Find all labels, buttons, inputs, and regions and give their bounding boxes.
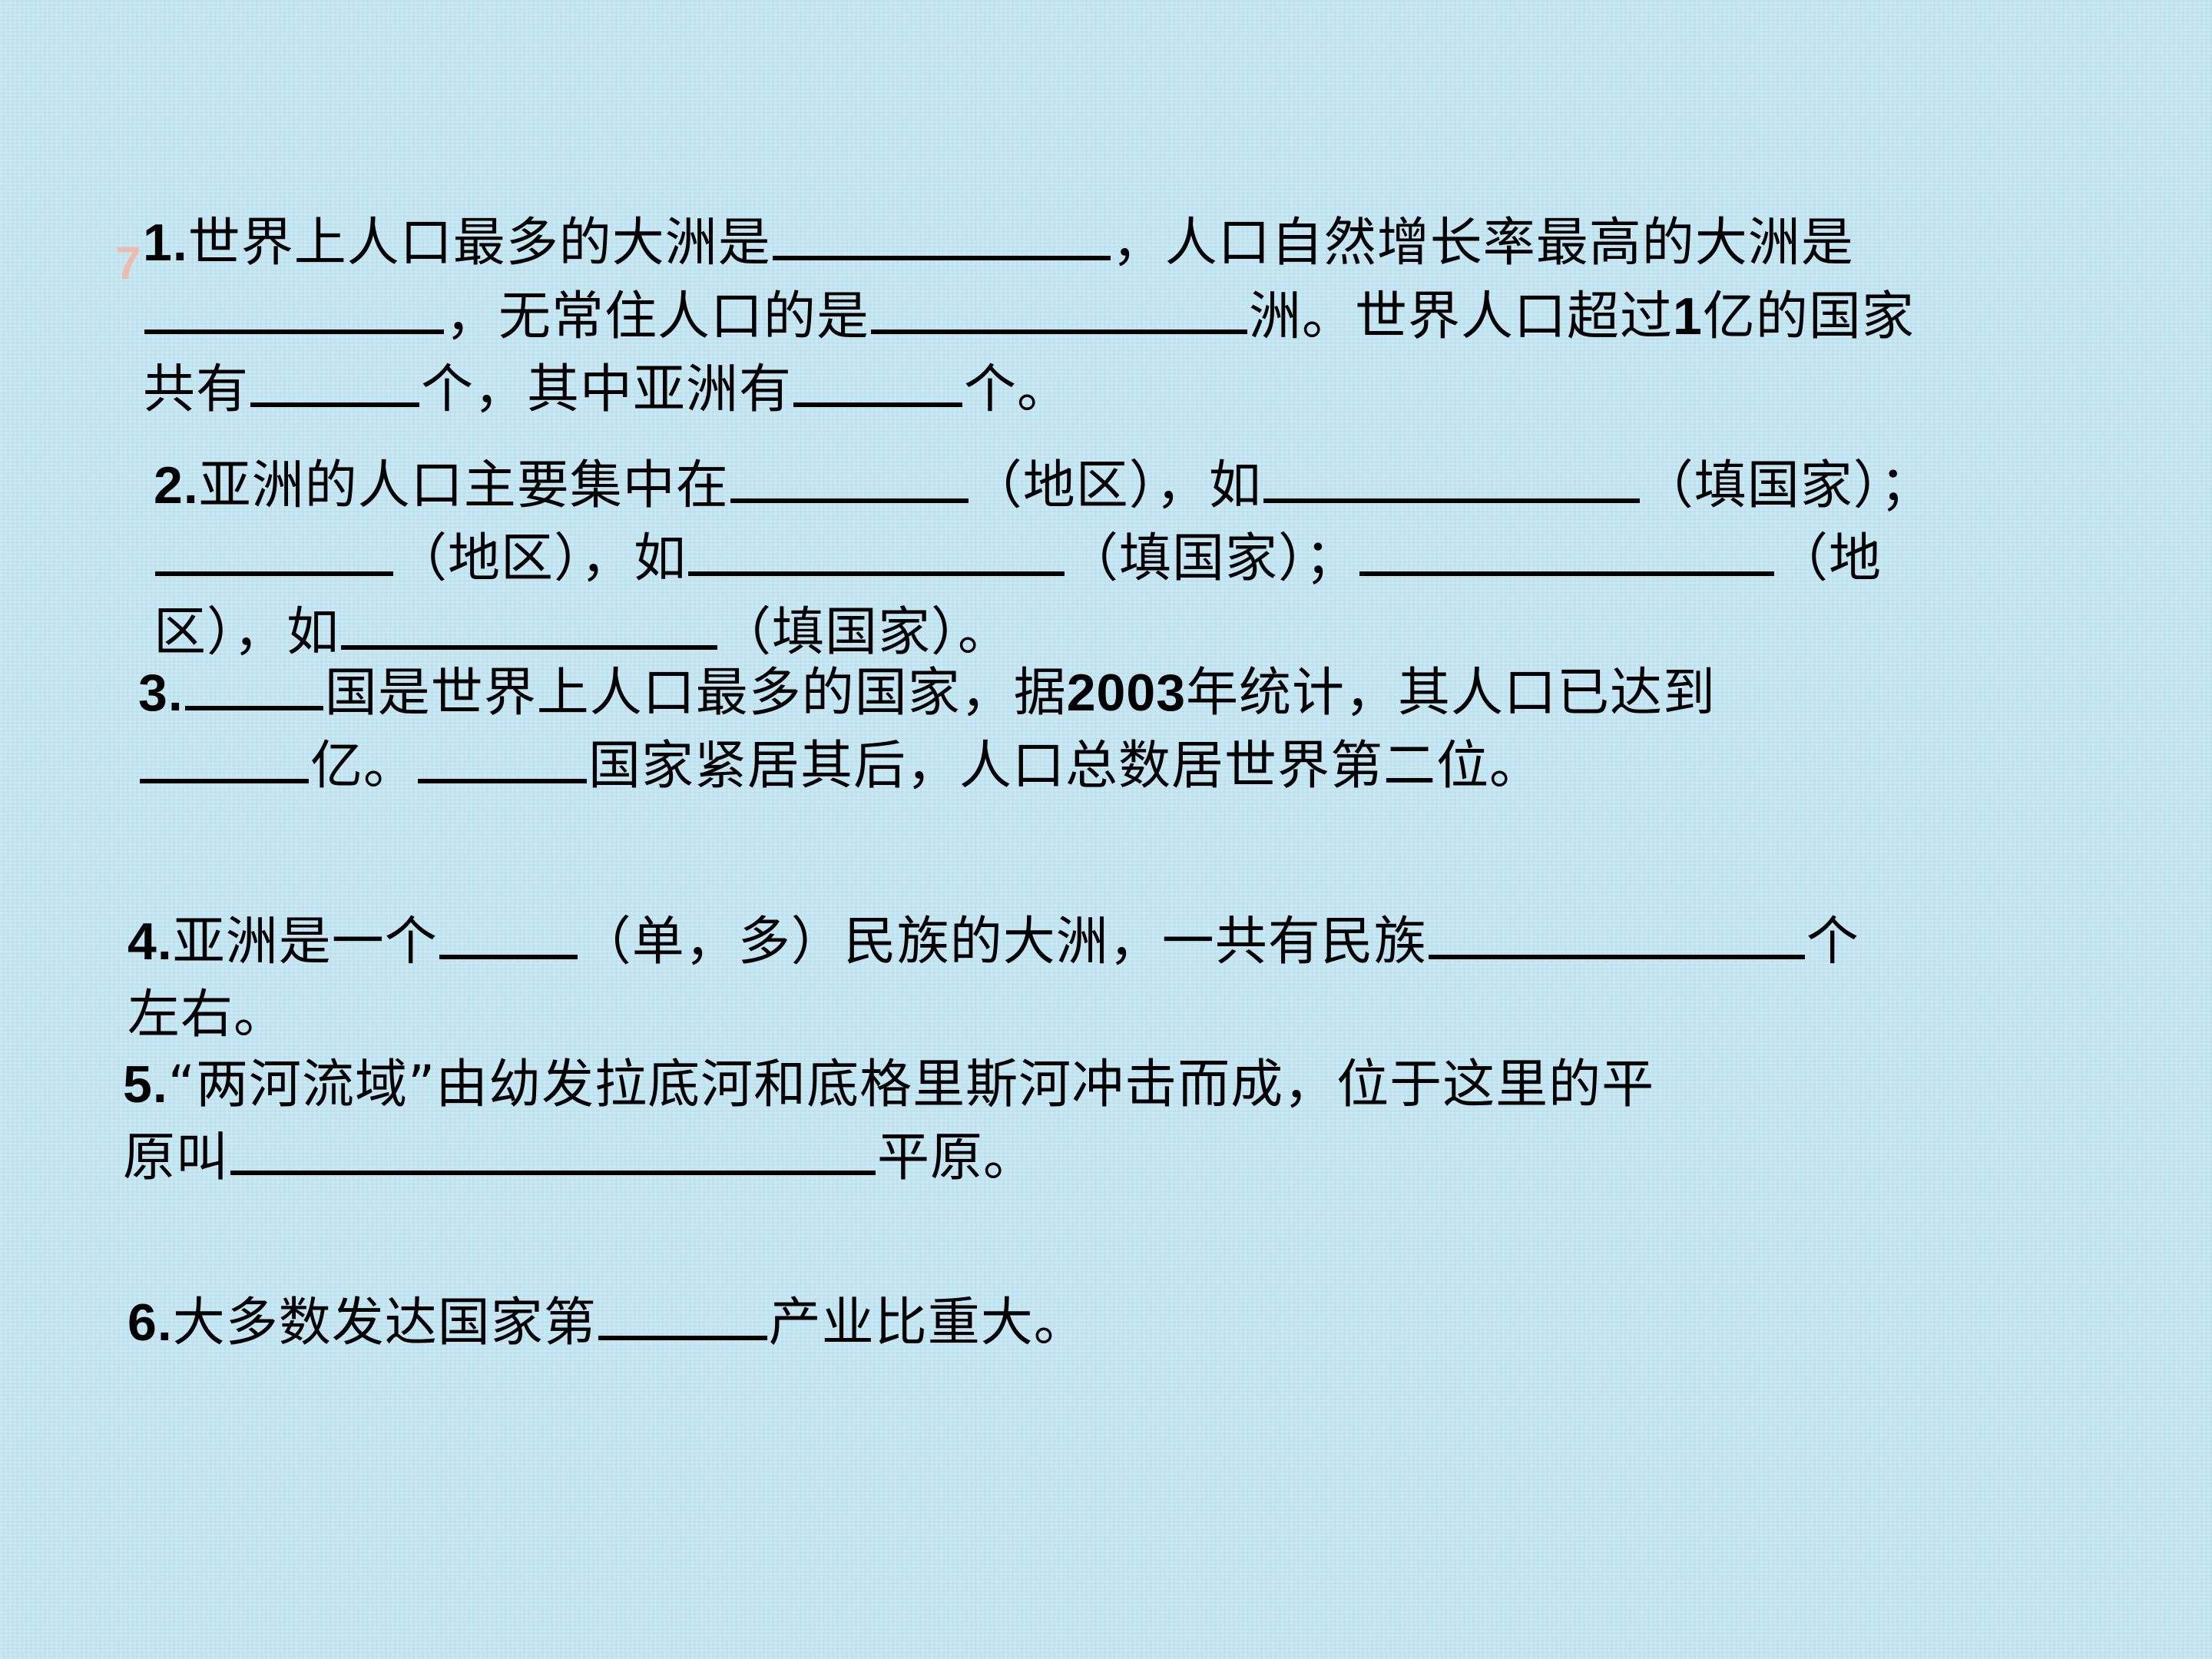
answer-blank[interactable] — [1359, 524, 1775, 576]
question-6-text: 大多数发达国家第 — [172, 1293, 597, 1353]
question-6-line-1: 6.大多数发达国家第 产业比重大。 — [127, 1286, 1087, 1359]
answer-blank[interactable] — [155, 524, 393, 576]
question-2-text: （填国家）。 — [719, 602, 1012, 663]
answer-blank[interactable] — [439, 907, 578, 959]
answer-blank[interactable] — [140, 731, 309, 783]
answer-blank[interactable] — [418, 731, 588, 783]
answer-blank[interactable] — [1263, 451, 1640, 503]
question-3-text: 年统计，其人口已达到 — [1186, 663, 1717, 724]
question-5-line-2: 原叫 平原。 — [123, 1121, 1654, 1195]
question-3-text: 国是世界上人口最多的国家，据 — [324, 663, 1067, 724]
question-1-text: 共有 — [143, 359, 250, 420]
question-1-text: 个。 — [964, 359, 1071, 420]
question-4-text: （单，多）民族的大洲，一共有民族 — [578, 912, 1427, 972]
answer-blank[interactable] — [688, 524, 1065, 576]
question-2-line-1: 2.亚洲的人口主要集中在 （地区），如 （填国家）； — [154, 449, 1933, 522]
question-1-text: ，人口自然增长率最高的大洲是 — [1111, 213, 1854, 273]
answer-blank[interactable] — [871, 282, 1248, 334]
question-4-line-2: 左右。 — [127, 979, 1859, 1052]
question-1-text: 个，其中亚洲有 — [421, 359, 793, 420]
question-2-text: 区），如 — [154, 602, 340, 663]
answer-blank[interactable] — [144, 282, 444, 334]
question-3-line-1: 3. 国是世界上人口最多的国家，据2003年统计，其人口已达到 — [138, 656, 1716, 730]
answer-blank[interactable] — [772, 208, 1111, 260]
question-4-text: 个 — [1806, 912, 1859, 972]
question-4-line-1: 4.亚洲是一个 （单，多）民族的大洲，一共有民族 个 — [127, 905, 1859, 979]
question-2-number: 2. — [154, 456, 199, 515]
question-2-text: 亚洲的人口主要集中在 — [198, 455, 729, 516]
question-5-text: “两河流域”由幼发拉底河和底格里斯河冲击而成，位于这里的平 — [167, 1055, 1655, 1115]
question-2-text: （地 — [1776, 528, 1883, 589]
question-5: 5.“两河流域”由幼发拉底河和底格里斯河冲击而成，位于这里的平 原叫 平原。 — [123, 1048, 1654, 1195]
question-1-text: ，无常住人口的是 — [445, 286, 870, 347]
question-1-text: 1 — [1673, 287, 1703, 346]
question-4-text: 亚洲是一个 — [172, 912, 438, 972]
question-4-number: 4. — [127, 912, 173, 971]
question-1-line-3: 共有 个，其中亚洲有 个。 — [143, 353, 1915, 427]
question-1-number: 1. — [143, 214, 188, 272]
question-4: 4.亚洲是一个 （单，多）民族的大洲，一共有民族 个 左右。 — [127, 905, 1859, 1052]
question-2: 2.亚洲的人口主要集中在（地区），如（填国家）； （地区），如（填国家）；（地 … — [154, 449, 1933, 670]
question-3-number: 3. — [138, 664, 184, 722]
question-3-text: 国家紧居其后，人口总数居世界第二位。 — [588, 736, 1543, 796]
question-1-text: 洲。世界人口超过 — [1249, 286, 1674, 347]
question-2-text: （填国家）； — [1641, 455, 1933, 516]
answer-blank[interactable] — [793, 355, 963, 407]
question-6-number: 6. — [127, 1293, 173, 1352]
answer-blank[interactable] — [730, 451, 969, 503]
question-5-number: 5. — [123, 1055, 168, 1114]
question-3-text: 亿。 — [310, 736, 417, 796]
question-1-line-1: 1.世界上人口最多的大洲是 ，人口自然增长率最高的大洲是 — [143, 206, 1915, 280]
answer-blank[interactable] — [1428, 907, 1805, 959]
question-1-text: 世界上人口最多的大洲是 — [187, 213, 771, 273]
slide-marker: 7 — [115, 237, 141, 289]
question-6: 6.大多数发达国家第 产业比重大。 — [127, 1286, 1087, 1359]
question-1-line-2: ，无常住人口的是 洲。世界人口超过1亿的国家 — [143, 280, 1915, 353]
question-2-line-3: 区），如 （填国家）。 — [154, 596, 1933, 670]
question-3: 3. 国是世界上人口最多的国家，据2003年统计，其人口已达到 亿。 国家紧居其后，… — [138, 656, 1716, 803]
question-5-line-1: 5.“两河流域”由幼发拉底河和底格里斯河冲击而成，位于这里的平 — [123, 1048, 1654, 1121]
question-1-text: 亿的国家 — [1702, 286, 1915, 347]
question-5-text: 平原。 — [877, 1128, 1037, 1188]
question-3-line-2: 亿。 国家紧居其后，人口总数居世界第二位。 — [138, 730, 1716, 803]
question-2-text: （填国家）； — [1066, 528, 1359, 589]
answer-blank[interactable] — [250, 355, 420, 407]
answer-blank[interactable] — [341, 598, 718, 650]
question-4-text: 左右。 — [127, 985, 287, 1045]
question-2-text: （地区），如 — [395, 528, 687, 589]
question-5-text: 原叫 — [123, 1128, 230, 1188]
question-3-text: 2003 — [1066, 664, 1187, 722]
answer-blank[interactable] — [184, 658, 323, 710]
question-2-text: （地区），如 — [969, 455, 1262, 516]
question-1: 1.世界上人口最多的大洲是 ，人口自然增长率最高的大洲是 ，无常住人口的是 洲。世界… — [143, 206, 1915, 427]
question-6-text: 产业比重大。 — [768, 1293, 1087, 1353]
answer-blank[interactable] — [230, 1123, 876, 1175]
question-2-line-2: （地区），如 （填国家）； （地 — [154, 522, 1933, 596]
answer-blank[interactable] — [598, 1288, 767, 1340]
